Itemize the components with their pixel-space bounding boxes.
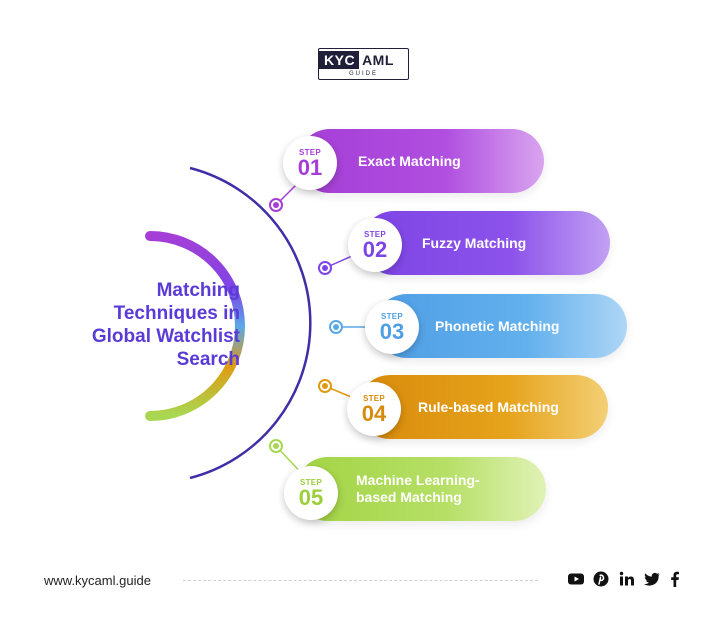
- step-05-label-line: Machine Learning-: [356, 472, 480, 488]
- title-line: Search: [176, 349, 240, 370]
- outer-arc: [189, 166, 312, 480]
- dot-04-core: [322, 383, 328, 389]
- step-01-word: STEP: [298, 147, 322, 157]
- kycaml-logo: KYC AML GUIDE: [318, 48, 409, 80]
- title-line: Matching: [156, 280, 240, 301]
- dot-02-core: [322, 265, 328, 271]
- step-01-label: Exact Matching: [358, 152, 461, 169]
- step-03-number: 03: [379, 318, 405, 344]
- step-05-label-line: based Matching: [356, 489, 462, 505]
- step-04-word: STEP: [362, 393, 386, 403]
- website-link[interactable]: www.kycaml.guide: [44, 573, 151, 588]
- title-line: Techniques in: [113, 303, 240, 324]
- step-02-label: Fuzzy Matching: [422, 234, 527, 251]
- step-05-badge: STEP 05: [284, 466, 338, 520]
- pinterest-icon[interactable]: [593, 571, 609, 587]
- linkedin-icon[interactable]: [619, 571, 635, 587]
- step-02-number: 02: [362, 236, 388, 262]
- step-03-badge: STEP 03: [365, 300, 419, 354]
- logo-kyc: KYC: [319, 51, 360, 69]
- step-03-word: STEP: [380, 311, 404, 321]
- step-04-number: 04: [361, 400, 387, 426]
- diagram-title: Matching Techniques in Global Watchlist …: [60, 279, 240, 371]
- step-04-label: Rule-based Matching: [418, 398, 559, 415]
- logo-aml: AML: [362, 52, 394, 68]
- dot-03-core: [333, 324, 339, 330]
- step-05-label: Machine Learning- based Matching: [296, 472, 480, 506]
- step-01-number: 01: [297, 154, 323, 180]
- step-02-pill: Fuzzy Matching: [362, 211, 610, 275]
- step-05-number: 05: [298, 484, 324, 510]
- step-04-badge: STEP 04: [347, 382, 401, 436]
- logo-subtitle: GUIDE: [348, 71, 378, 77]
- dot-01-core: [273, 202, 279, 208]
- step-02-word: STEP: [363, 229, 387, 239]
- step-05-word: STEP: [299, 477, 323, 487]
- step-02-badge: STEP 02: [348, 218, 402, 272]
- title-line: Global Watchlist: [91, 326, 240, 347]
- logo-wordmark: KYC AML: [319, 51, 408, 69]
- step-03-label: Phonetic Matching: [435, 317, 560, 334]
- inner-ring-arc: [145, 231, 245, 421]
- step-01-pill: Exact Matching: [298, 129, 544, 193]
- dot-05-core: [273, 443, 279, 449]
- footer-divider: [183, 580, 538, 581]
- youtube-icon[interactable]: [568, 571, 584, 587]
- twitter-icon[interactable]: [644, 571, 660, 587]
- step-01-badge: STEP 01: [283, 136, 337, 190]
- facebook-icon[interactable]: [667, 571, 683, 587]
